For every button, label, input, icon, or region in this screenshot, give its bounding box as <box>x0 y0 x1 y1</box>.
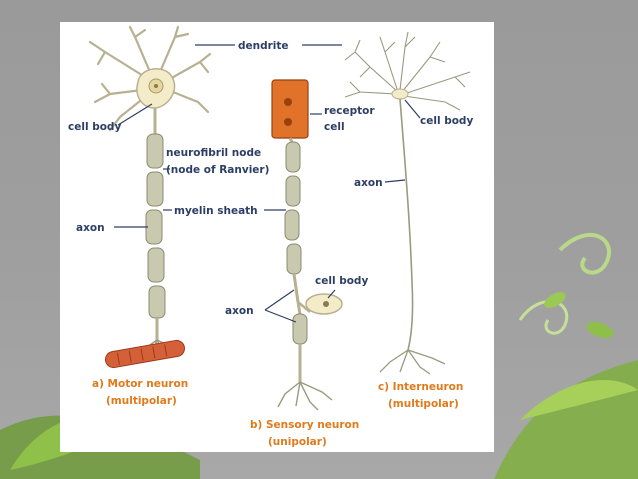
motor-myelin-segments <box>145 133 166 319</box>
label-cell-body-inter: cell body <box>420 115 473 127</box>
label-cell-body-sensory: cell body <box>315 275 368 287</box>
sensory-neuron <box>271 79 343 411</box>
label-receptor-cell: cell <box>324 121 345 133</box>
caption-motor-multipolar: (multipolar) <box>106 395 177 407</box>
receptor-cell <box>271 79 309 139</box>
decorative-leaf-small <box>544 292 566 308</box>
label-neurofibril-node: neurofibril node <box>166 147 261 159</box>
decorative-leaf-right <box>520 380 638 420</box>
caption-sensory-neuron: b) Sensory neuron <box>250 419 359 431</box>
decorative-curl-2 <box>518 300 569 335</box>
interneuron-cell-body <box>391 88 409 100</box>
label-cell-body-motor: cell body <box>68 121 121 133</box>
caption-interneuron: c) Interneuron <box>378 381 463 393</box>
label-receptor: receptor <box>324 105 375 117</box>
motor-dendrites <box>88 25 212 132</box>
interneuron-terminals <box>379 349 446 375</box>
caption-motor-neuron: a) Motor neuron <box>92 378 188 390</box>
decorative-curl <box>558 232 611 275</box>
neuron-diagram: dendrite cell body neurofibril node (nod… <box>68 25 473 448</box>
interneuron-dendrites <box>344 31 471 111</box>
label-axon-motor: axon <box>76 222 105 234</box>
label-node-of-ranvier: (node of Ranvier) <box>166 164 269 176</box>
label-myelin-sheath: myelin sheath <box>174 205 258 217</box>
caption-sensory-unipolar: (unipolar) <box>268 436 327 448</box>
motor-neuron <box>88 25 212 369</box>
sensory-myelin-segments <box>284 141 302 275</box>
label-axon-inter: axon <box>354 177 383 189</box>
label-axon-sensory: axon <box>225 305 254 317</box>
decorative-vine-right <box>494 360 638 479</box>
interneuron-axon <box>399 98 414 351</box>
interneuron <box>344 31 471 375</box>
leader-lines <box>114 44 421 323</box>
sensory-axon-terminals <box>277 381 333 411</box>
label-dendrite: dendrite <box>238 40 289 52</box>
muscle-fiber <box>104 339 186 369</box>
decorative-leaf-small-2 <box>586 321 614 339</box>
neuron-diagram-figure: dendrite cell body neurofibril node (nod… <box>60 22 494 452</box>
caption-inter-multipolar: (multipolar) <box>388 398 459 410</box>
